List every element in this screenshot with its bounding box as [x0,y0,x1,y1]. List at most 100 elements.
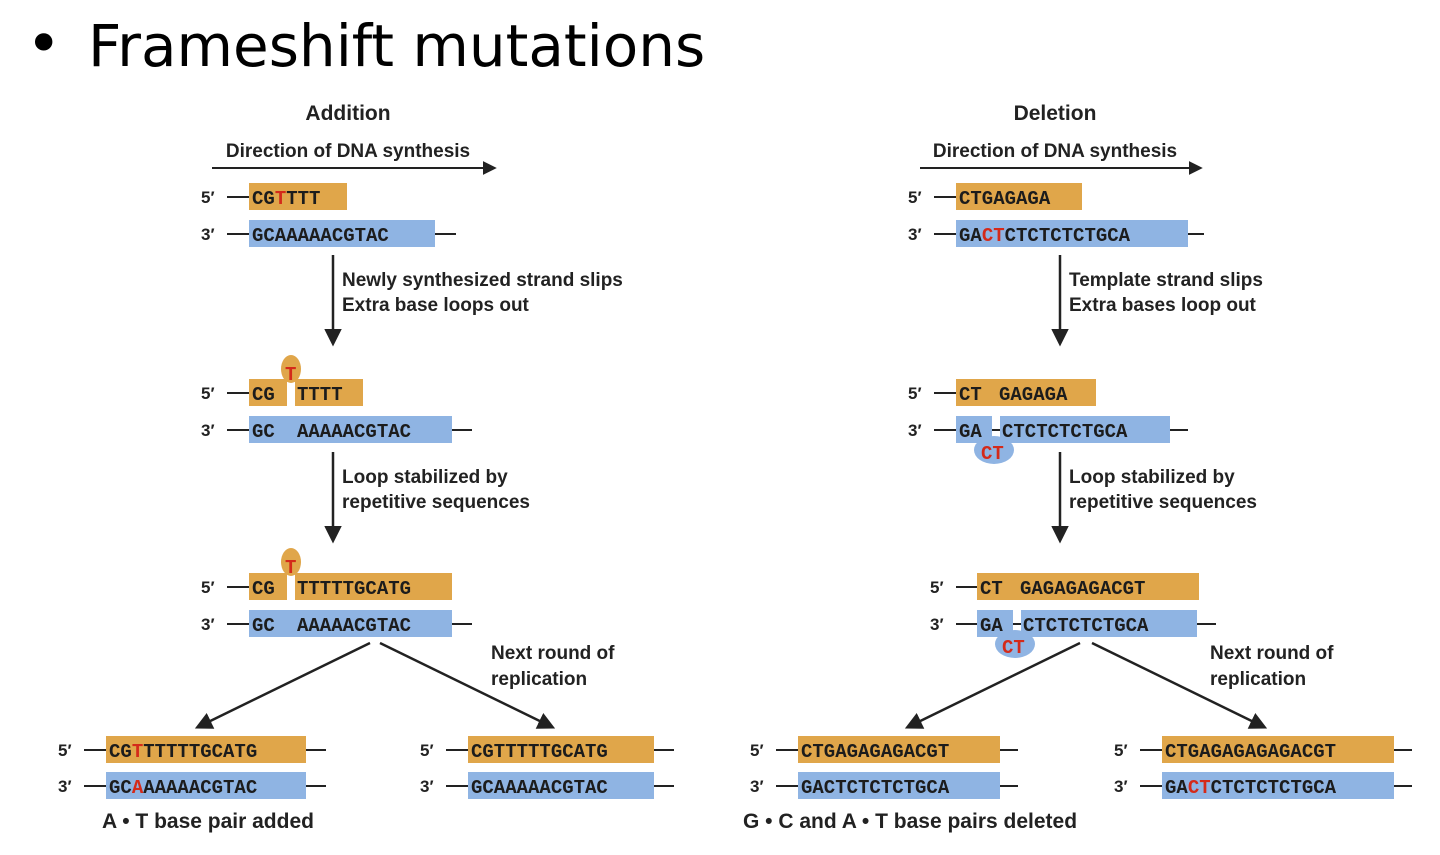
top-strand-box-right [295,379,363,406]
top-strand-sequence: CGTTTT [252,188,320,210]
three-prime-label: 3′ [420,777,434,796]
addition-panel: Addition Direction of DNA synthesis 5′ C… [58,102,674,833]
top-strand-box-left [249,573,287,600]
addition-header: Addition [305,102,390,125]
deletion-caption: G • C and A • T base pairs deleted [743,810,1077,833]
top-strand-box [798,736,1000,763]
five-prime-label: 5′ [908,188,922,207]
addition-branch-arrow-left [194,641,371,729]
top-strand-right: TTTT [297,384,343,406]
top-strand-right: TTTTTGCATG [297,578,411,600]
seq-mutation: A [132,777,144,799]
deletion-step-2: 5′ CT GAGAGA 3′ GA CTCTCTCTGCA CT [908,379,1188,465]
three-prime-label: 3′ [58,777,72,796]
deletion-next-round-line-2: replication [1210,669,1306,690]
seq-part: CG [109,741,132,763]
top-strand-left: CG [252,578,275,600]
deletion-result-left: 5′ CTGAGAGAGACGT 3′ GACTCTCTCTGCA G • C … [743,736,1077,833]
three-prime-label: 3′ [930,615,944,634]
loop-base: T [285,364,296,386]
top-strand-box [468,736,654,763]
addition-arrow-1-line-2: Extra base loops out [342,295,530,316]
bottom-strand-right: CTCTCTCTGCA [1023,615,1149,637]
bottom-strand-sequence: GACTCTCTCTCTGCA [959,225,1131,247]
top-strand-left: CT [980,578,1003,600]
deletion-step-3: 5′ CT GAGAGAGACGT 3′ GA CTCTCTCTGCA CT [930,573,1216,659]
top-strand-right: GAGAGA [999,384,1068,406]
three-prime-label: 3′ [750,777,764,796]
three-prime-label: 3′ [908,421,922,440]
bottom-strand-box [956,220,1188,247]
deletion-next-round-line-1: Next round of [1210,643,1334,664]
five-prime-label: 5′ [201,578,215,597]
three-prime-label: 3′ [1114,777,1128,796]
five-prime-label: 5′ [201,384,215,403]
bottom-strand-right: AAAAACGTAC [297,615,411,637]
seq-part: TTT [286,188,320,210]
bottom-strand-left: GC [252,421,275,443]
loop-bases: CT [981,443,1004,465]
deletion-branch-arrow-right [1091,641,1268,729]
bottom-strand-box [468,772,654,799]
bottom-strand-box [249,610,452,637]
deletion-arrow-2-line-1: Loop stabilized by [1069,467,1235,488]
top-strand-box [977,573,1199,600]
bottom-strand-box [106,772,306,799]
loop-bases: CT [1002,637,1025,659]
seq-part: CTCTCTCTGCA [1211,777,1337,799]
five-prime-label: 5′ [58,741,72,760]
addition-step-2: T 5′ CG TTTT 3′ GC AAAAACGTAC [201,355,472,443]
bottom-strand-box-right [1021,610,1197,637]
bottom-strand-sequence: GACTCTCTCTGCA [801,777,950,799]
seq-part: GA [959,225,982,247]
seq-mutation: CT [1188,777,1211,799]
five-prime-label: 5′ [908,384,922,403]
top-strand-sequence: CGTTTTTGCATG [471,741,608,763]
top-strand-box-left [249,379,287,406]
deletion-direction-label: Direction of DNA synthesis [933,141,1177,162]
bottom-strand-right: AAAAACGTAC [297,421,411,443]
bottom-strand-left: GA [959,421,982,443]
bottom-strand-box-right [1000,416,1170,443]
top-strand-sequence: CTGAGAGA [959,188,1051,210]
bottom-strand-sequence: GACTCTCTCTCTGCA [1165,777,1337,799]
deletion-panel: Deletion Direction of DNA synthesis 5′ C… [743,102,1412,833]
slide-title: Frameshift mutations [88,12,706,80]
top-strand-box [249,183,347,210]
bottom-strand-box [249,416,452,443]
five-prime-label: 5′ [750,741,764,760]
top-strand-box [956,183,1082,210]
addition-branch-arrow-right [379,641,556,729]
loop-base: T [285,557,296,579]
seq-part: AAAAACGTAC [143,777,257,799]
deletion-arrow-1-line-2: Extra bases loop out [1069,295,1257,316]
top-strand-left: CT [959,384,982,406]
seq-mutation: CT [982,225,1005,247]
addition-step-1: 5′ CGTTTT 3′ GCAAAAACGTAC [201,183,456,247]
three-prime-label: 3′ [201,225,215,244]
seq-part: TTTTTGCATG [143,741,257,763]
bottom-strand-left: GA [980,615,1003,637]
bottom-strand-box [1162,772,1394,799]
top-strand-sequence: CTGAGAGAGAGACGT [1165,741,1336,763]
seq-part: CTCTCTCTGCA [1005,225,1131,247]
addition-next-round-line-1: Next round of [491,643,615,664]
seq-part: GC [109,777,132,799]
seq-mutation: T [275,188,286,210]
deletion-arrow-2-line-2: repetitive sequences [1069,492,1257,513]
bottom-strand-box-left [956,416,992,443]
addition-arrow-1-line-1: Newly synthesized strand slips [342,270,623,291]
deletion-branch-arrow-left [904,641,1081,729]
bottom-strand-sequence: GCAAAAACGTAC [252,225,389,247]
bottom-strand-sequence: GCAAAAAACGTAC [109,777,257,799]
three-prime-label: 3′ [201,615,215,634]
deletion-header: Deletion [1014,102,1097,125]
seq-part: GA [1165,777,1188,799]
top-strand-box [106,736,306,763]
three-prime-label: 3′ [908,225,922,244]
addition-result-right: 5′ CGTTTTTGCATG 3′ GCAAAAACGTAC [420,736,674,799]
top-strand-box-right [295,573,452,600]
bottom-strand-right: CTCTCTCTGCA [1002,421,1128,443]
